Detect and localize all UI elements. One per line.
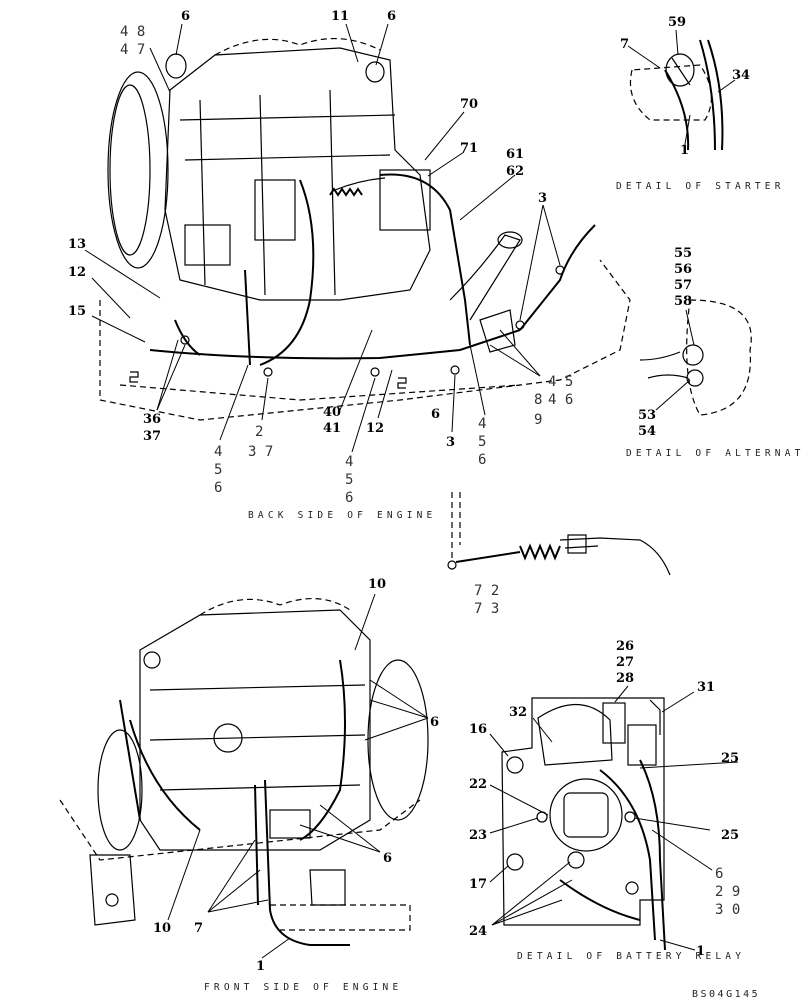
callout-16: 16 — [469, 722, 487, 737]
callout-58: 58 — [674, 294, 692, 309]
caption-battery-relay: DETAIL OF BATTERY RELAY — [517, 951, 745, 962]
callout-12: 12 — [68, 265, 86, 280]
callout-4: 4 — [345, 454, 353, 470]
alternator-detail: 55 56 57 58 53 54 DETAIL OF ALTERNAT — [626, 246, 805, 459]
callout-24: 24 — [469, 924, 487, 939]
cable-detail: 7 2 7 3 — [447, 492, 671, 617]
callout-73: 7 3 — [474, 601, 499, 617]
callout-25: 25 — [721, 828, 739, 843]
callout-3: 3 — [538, 191, 547, 206]
callout-40: 40 — [323, 405, 341, 420]
callout-6: 6 — [214, 480, 222, 496]
callout-6: 6 — [430, 715, 439, 730]
callout-55: 55 — [674, 246, 692, 261]
callout-7: 7 — [620, 37, 629, 52]
callout-53: 53 — [638, 408, 656, 423]
callout-5: 5 — [214, 462, 222, 478]
callout-12: 12 — [366, 421, 384, 436]
callout-5: 5 — [345, 472, 353, 488]
callout-29: 2 9 — [715, 884, 740, 900]
callout-22: 22 — [469, 777, 487, 792]
back-view-leaders — [84, 23, 561, 453]
callout-36: 36 — [143, 412, 161, 427]
callout-6: 6 — [383, 851, 392, 866]
callout-8: 8 — [534, 392, 542, 408]
callout-37: 37 — [143, 429, 161, 444]
callout-45: 4 5 — [548, 374, 573, 390]
caption-back-side: BACK SIDE OF ENGINE — [248, 510, 436, 521]
callout-59: 59 — [668, 15, 686, 30]
callout-54: 54 — [638, 424, 656, 439]
callout-71: 71 — [460, 141, 478, 156]
callout-6: 6 — [478, 452, 486, 468]
callout-13: 13 — [68, 237, 86, 252]
battery-relay-detail: 26 27 28 31 32 16 25 22 23 25 6 2 9 3 0 … — [469, 639, 745, 962]
callout-56: 56 — [674, 262, 692, 277]
callout-26: 26 — [616, 639, 634, 654]
callout-1: 1 — [696, 944, 705, 959]
back-side-engine-view — [99, 38, 631, 421]
callout-6: 6 — [715, 866, 723, 882]
callout-25: 25 — [721, 751, 739, 766]
callout-32: 32 — [509, 705, 527, 720]
callout-6: 6 — [181, 9, 190, 24]
callout-2: 2 — [255, 424, 263, 440]
callout-57: 57 — [674, 278, 692, 293]
callout-46: 4 6 — [548, 392, 573, 408]
callout-72: 7 2 — [474, 583, 499, 599]
callout-1: 1 — [680, 143, 689, 158]
callout-10: 10 — [368, 577, 386, 592]
callout-34: 34 — [732, 68, 750, 83]
callout-31: 31 — [697, 680, 715, 695]
callout-10: 10 — [153, 921, 171, 936]
callout-1: 1 — [256, 959, 265, 974]
callout-6: 6 — [387, 9, 396, 24]
callout-4: 4 — [214, 444, 222, 460]
callout-6: 6 — [431, 407, 440, 422]
callout-3: 3 — [446, 435, 455, 450]
callout-61: 61 — [506, 147, 524, 162]
callout-30: 3 0 — [715, 902, 740, 918]
caption-front-side: FRONT SIDE OF ENGINE — [204, 982, 402, 993]
callout-47: 4 7 — [120, 42, 145, 58]
callout-5: 5 — [478, 434, 486, 450]
callout-48: 4 8 — [120, 24, 145, 40]
callout-37: 3 7 — [248, 444, 273, 460]
front-side-engine-view: 10 6 6 10 7 1 FRONT SIDE OF ENGINE — [59, 577, 439, 993]
callout-27: 27 — [616, 655, 634, 670]
callout-9: 9 — [534, 412, 542, 428]
callout-17: 17 — [469, 877, 487, 892]
callout-41: 41 — [323, 421, 341, 436]
callout-4: 4 — [478, 416, 486, 432]
starter-detail: 59 7 34 1 DETAIL OF STARTER — [616, 15, 785, 192]
callout-7: 7 — [194, 921, 203, 936]
caption-alternator: DETAIL OF ALTERNAT — [626, 448, 805, 459]
callout-70: 70 — [460, 97, 478, 112]
back-view-callouts: 6 11 6 4 8 4 7 70 71 61 62 3 13 12 15 36… — [68, 9, 573, 521]
callout-23: 23 — [469, 828, 487, 843]
callout-62: 62 — [506, 164, 524, 179]
caption-starter: DETAIL OF STARTER — [616, 181, 785, 192]
callout-6: 6 — [345, 490, 353, 506]
callout-15: 15 — [68, 304, 86, 319]
callout-28: 28 — [616, 671, 634, 686]
callout-11: 11 — [331, 9, 349, 24]
drawing-id: BS04G145 — [692, 989, 760, 1000]
